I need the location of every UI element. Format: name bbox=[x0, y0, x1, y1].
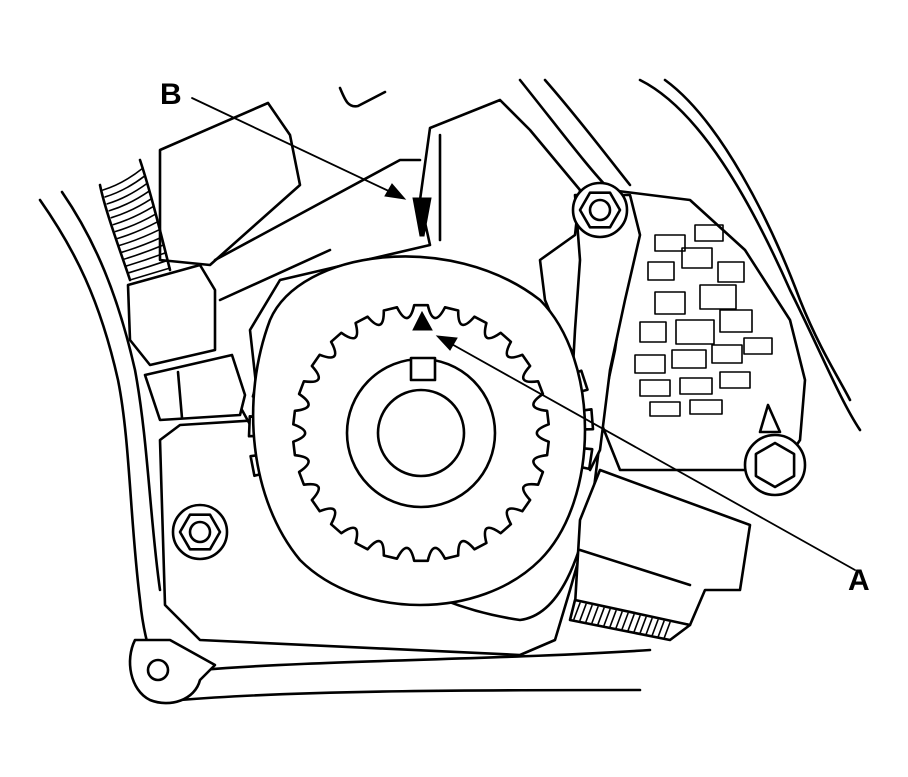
mesh-cell bbox=[639, 321, 667, 343]
mesh-cell bbox=[634, 354, 666, 374]
hatch-line bbox=[573, 602, 581, 620]
bracket-fragment bbox=[338, 86, 387, 108]
harness-coil-line bbox=[122, 244, 165, 261]
bolt-left bbox=[171, 503, 229, 561]
mesh-cell bbox=[694, 224, 724, 242]
callout-a-leader bbox=[435, 335, 856, 571]
hatch-line bbox=[585, 604, 593, 623]
hatch-line bbox=[651, 619, 659, 637]
harness-coil-line bbox=[114, 213, 157, 233]
harness-coil-line bbox=[112, 205, 155, 226]
mounting-ear bbox=[128, 638, 217, 705]
mesh-cell bbox=[654, 291, 686, 315]
bolt-right bbox=[743, 433, 807, 497]
mesh-cell bbox=[649, 401, 681, 417]
harness-coil-line bbox=[125, 251, 167, 267]
hatch-line bbox=[579, 603, 587, 622]
hatch-line bbox=[621, 612, 629, 631]
mesh-cell bbox=[679, 377, 713, 395]
mesh-cell bbox=[671, 349, 707, 369]
harness-coil-line bbox=[127, 259, 169, 274]
callout-b-leader bbox=[191, 97, 407, 200]
cover-bracket bbox=[158, 101, 422, 302]
mesh-cell bbox=[689, 399, 723, 415]
hatch-line bbox=[591, 606, 599, 624]
sprocket-hub bbox=[345, 356, 497, 509]
harness-coil-line bbox=[118, 228, 161, 247]
hatch-line bbox=[609, 609, 617, 628]
hatch-line bbox=[645, 617, 653, 636]
harness-coil-line bbox=[102, 167, 144, 191]
harness-coil-line bbox=[108, 190, 151, 212]
hatch-line bbox=[615, 611, 623, 629]
harness-coil-line bbox=[116, 221, 159, 240]
hatch-line bbox=[633, 615, 641, 633]
wiring-harness bbox=[98, 158, 247, 422]
mesh-cell bbox=[681, 247, 713, 269]
mesh-cell bbox=[711, 344, 743, 364]
hatch-line bbox=[627, 613, 635, 632]
harness-coil-line bbox=[120, 236, 163, 254]
mesh-cell bbox=[717, 261, 745, 283]
mesh-cell bbox=[743, 337, 773, 355]
harness-coil-line bbox=[104, 174, 146, 198]
harness-coil-line bbox=[106, 182, 148, 205]
hatch-line bbox=[597, 607, 605, 626]
hatch-line bbox=[603, 608, 611, 627]
mesh-cell bbox=[639, 379, 671, 397]
sensor-housing bbox=[568, 468, 752, 642]
hatch-line bbox=[663, 621, 671, 640]
bolt-top bbox=[571, 181, 629, 239]
hatch-line bbox=[639, 616, 647, 635]
hatch-line bbox=[657, 620, 665, 639]
callout-a-label: A bbox=[848, 564, 870, 597]
timing-mark-a-triangle bbox=[412, 310, 433, 331]
harness-coil-line bbox=[110, 197, 153, 219]
mesh-cell bbox=[719, 371, 751, 389]
timing-mark-b-pointer bbox=[412, 197, 432, 237]
mesh-cell bbox=[675, 319, 715, 345]
mesh-cell bbox=[654, 234, 686, 252]
mesh-cell bbox=[719, 309, 753, 333]
callout-b-label: B bbox=[160, 78, 182, 111]
mesh-cell bbox=[647, 261, 675, 281]
tensioner-arm bbox=[568, 193, 642, 472]
mesh-cell bbox=[699, 284, 737, 310]
harness-coil-line bbox=[129, 267, 171, 281]
